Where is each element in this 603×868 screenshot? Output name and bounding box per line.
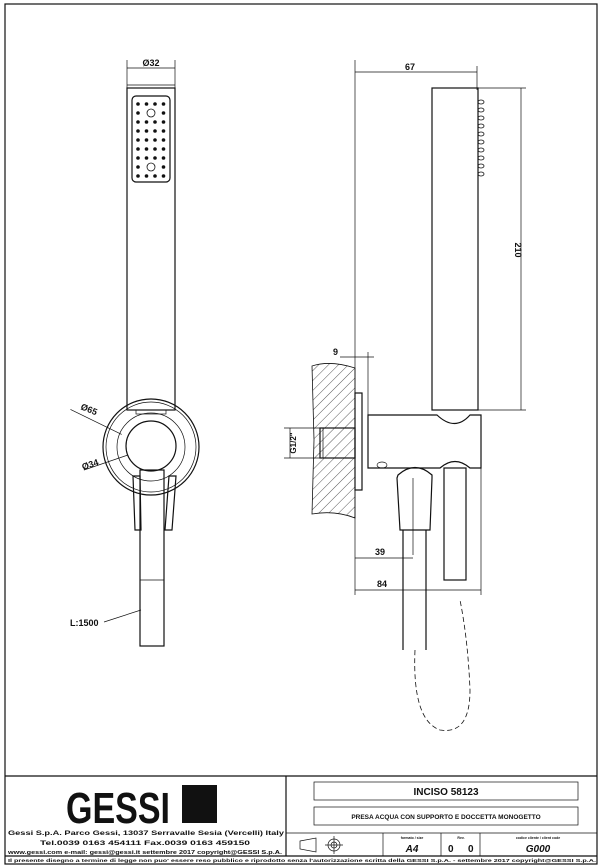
spray-nozzle bbox=[144, 120, 149, 124]
company-web: www.gessi.com e-mail: gessi@gessi.it set… bbox=[7, 850, 283, 856]
spray-nozzle bbox=[161, 111, 166, 115]
side-nozzle bbox=[477, 99, 485, 105]
handshower-front bbox=[126, 87, 176, 411]
side-nozzle bbox=[477, 115, 485, 121]
spray-nozzle bbox=[153, 138, 157, 142]
spray-nozzle bbox=[153, 156, 157, 160]
spray-nozzle bbox=[161, 147, 166, 151]
spray-nozzle bbox=[144, 129, 149, 133]
logo-text: GESSI bbox=[66, 784, 170, 833]
wall-section bbox=[311, 363, 356, 519]
wall-plate-inner bbox=[105, 401, 197, 493]
spray-nozzle bbox=[136, 102, 140, 106]
spray-nozzle bbox=[144, 102, 149, 106]
side-nozzle bbox=[477, 139, 485, 145]
spray-nozzle bbox=[161, 174, 166, 178]
spray-nozzle bbox=[144, 156, 149, 160]
spray-nozzle bbox=[146, 108, 156, 118]
side-view: 67 210 G1/2" 9 39 84 bbox=[284, 60, 526, 731]
spray-face bbox=[131, 95, 171, 183]
handshower-side bbox=[431, 87, 479, 411]
title-block: GESSI Gessi S.p.A. Parco Gessi, 13037 Se… bbox=[5, 775, 597, 863]
client-code-value: G000 bbox=[526, 844, 551, 855]
dim-diameter-34: Ø34 bbox=[81, 457, 100, 472]
spray-nozzle bbox=[136, 138, 140, 142]
format-label: formato / size bbox=[401, 836, 424, 840]
spray-nozzle bbox=[153, 120, 157, 124]
company-address: Gessi S.p.A. Parco Gessi, 13037 Serraval… bbox=[8, 830, 284, 837]
spray-nozzle bbox=[144, 138, 149, 142]
spray-nozzle bbox=[144, 174, 149, 178]
drawing-frame bbox=[4, 3, 598, 865]
side-nozzle bbox=[477, 131, 485, 137]
holder-knob bbox=[125, 420, 177, 472]
gessi-logo: GESSI bbox=[66, 784, 217, 833]
rev-label: Rev. bbox=[457, 836, 464, 840]
dim-39: 39 bbox=[375, 547, 385, 557]
footer-notice: Il presente disegno a termine di legge n… bbox=[8, 858, 596, 863]
hose-front bbox=[139, 469, 165, 647]
spray-nozzle bbox=[161, 102, 166, 106]
side-nozzle bbox=[477, 163, 485, 169]
spray-nozzle bbox=[161, 156, 166, 160]
spray-nozzle bbox=[161, 165, 166, 169]
projection-symbol-icon bbox=[299, 836, 343, 854]
spray-nozzle bbox=[153, 102, 157, 106]
spray-nozzle bbox=[136, 129, 140, 133]
spray-nozzle bbox=[146, 162, 156, 172]
spray-nozzle bbox=[161, 138, 166, 142]
holder-body bbox=[367, 414, 482, 469]
side-nozzle bbox=[477, 171, 485, 177]
side-nozzle bbox=[477, 155, 485, 161]
spray-nozzle bbox=[153, 147, 157, 151]
spray-nozzle bbox=[161, 129, 166, 133]
spray-nozzle bbox=[136, 165, 140, 169]
logo-square bbox=[182, 785, 217, 823]
side-nozzle bbox=[477, 123, 485, 129]
company-phone: Tel.0039 0163 454111 Fax.0039 0163 45915… bbox=[40, 840, 251, 847]
rev-value-2: 0 bbox=[468, 844, 474, 855]
rev-value-1: 0 bbox=[448, 844, 454, 855]
spray-nozzle bbox=[144, 147, 149, 151]
side-nozzle bbox=[477, 107, 485, 113]
spray-nozzle bbox=[136, 174, 140, 178]
spray-nozzle bbox=[136, 156, 140, 160]
product-description: PRESA ACQUA CON SUPPORTO E DOCCETTA MONO… bbox=[351, 814, 540, 821]
front-view: Ø32 Ø65 Ø34 L:1500 bbox=[70, 58, 200, 647]
dim-84: 84 bbox=[377, 579, 387, 589]
dim-210: 210 bbox=[513, 242, 523, 257]
spray-nozzle bbox=[136, 120, 140, 124]
hose-connector bbox=[396, 466, 433, 531]
product-code: INCISO 58123 bbox=[413, 787, 478, 798]
flange bbox=[354, 392, 363, 491]
dim-9: 9 bbox=[333, 347, 338, 357]
client-code-label: codice cliente / client code bbox=[516, 836, 560, 840]
dim-67: 67 bbox=[405, 62, 415, 72]
hose-dashed bbox=[414, 599, 471, 731]
dim-thread: G1/2" bbox=[289, 432, 298, 453]
spray-nozzle bbox=[153, 129, 157, 133]
side-nozzle bbox=[477, 147, 485, 153]
format-value: A4 bbox=[405, 844, 419, 855]
spray-nozzle bbox=[153, 174, 157, 178]
spray-nozzle bbox=[136, 147, 140, 151]
wall-plate-outer bbox=[102, 398, 200, 496]
hose-length-label: L:1500 bbox=[70, 618, 99, 628]
dim-diameter-32: Ø32 bbox=[142, 58, 159, 68]
spray-nozzle bbox=[161, 120, 166, 124]
spray-nozzle bbox=[136, 111, 140, 115]
